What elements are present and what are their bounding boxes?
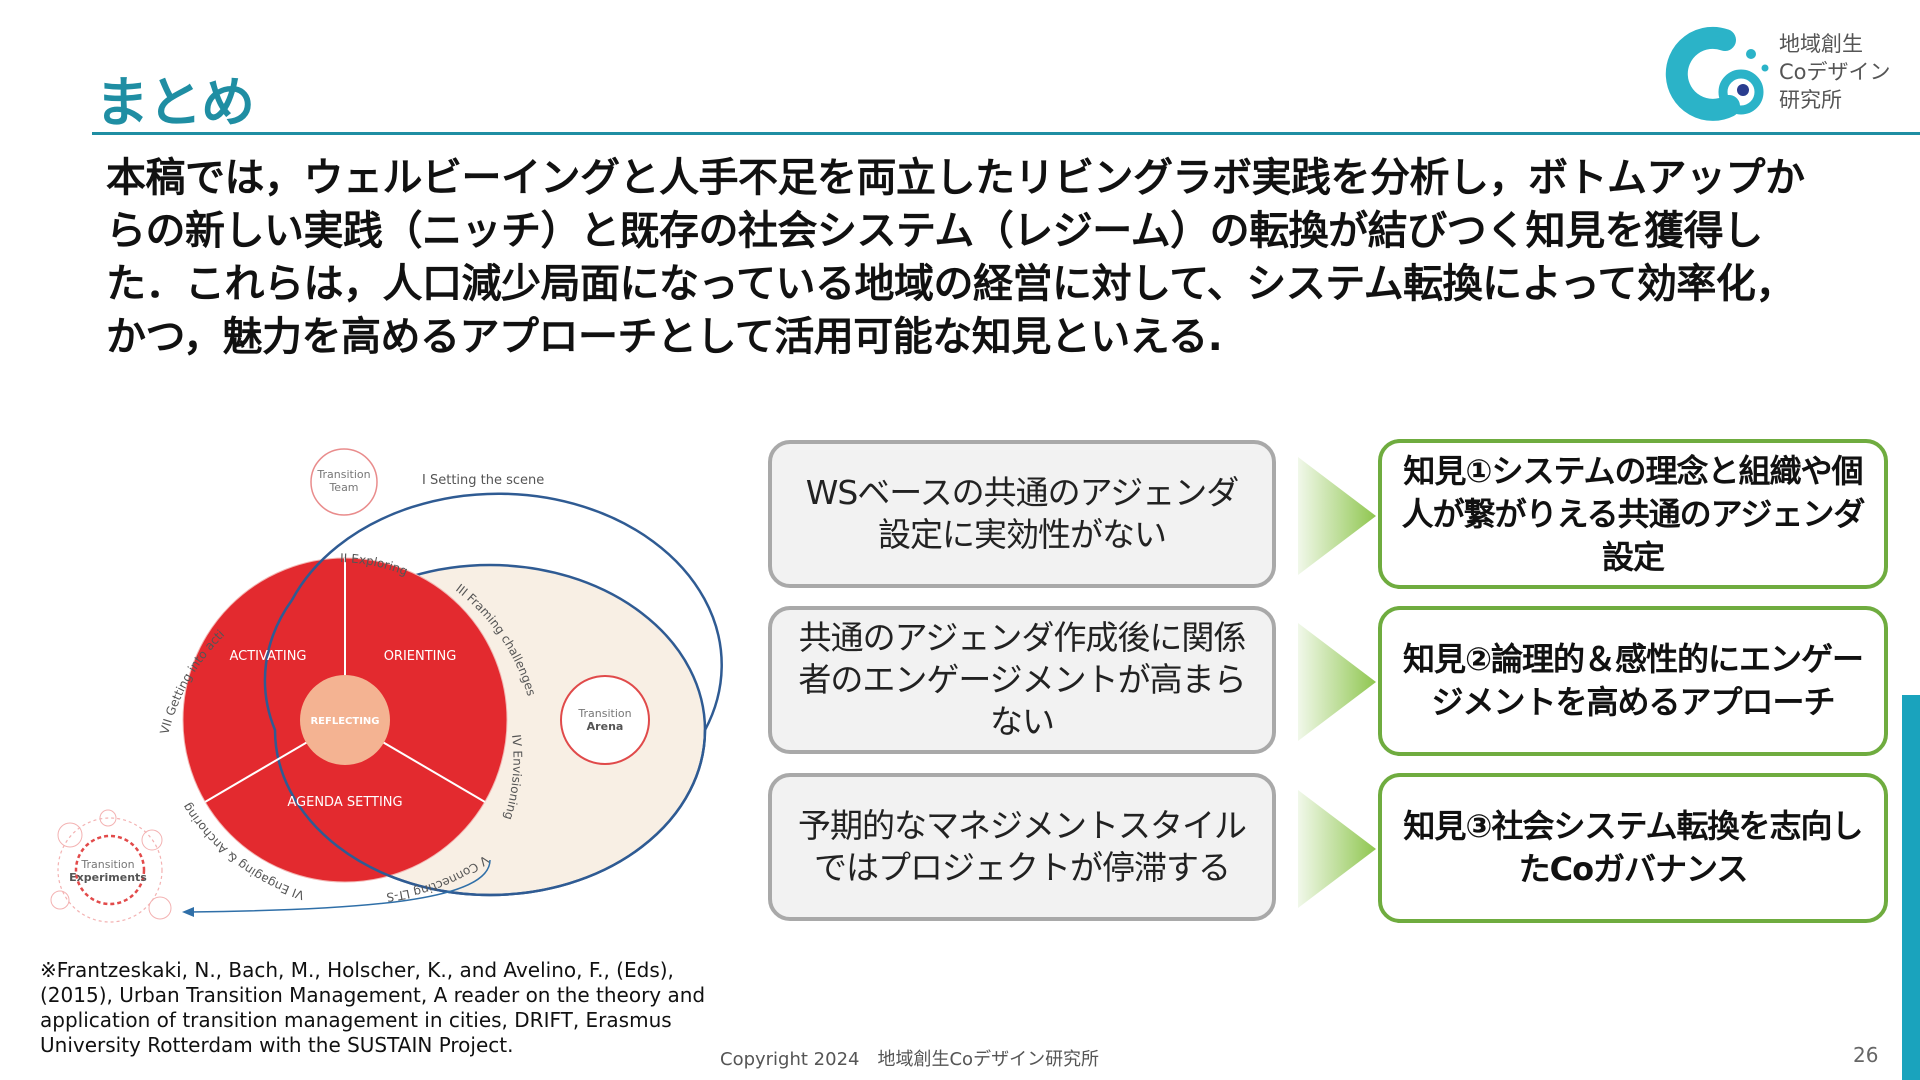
orienting-label: ORIENTING xyxy=(384,649,457,664)
experiments-bubble xyxy=(99,809,117,827)
transition-arena-label-2: Arena xyxy=(587,720,624,733)
copyright-text: Copyright 2024 地域創生Coデザイン研究所 xyxy=(720,1049,1100,1070)
experiments-bubble xyxy=(57,822,83,848)
logo-line-1: 地域創生 xyxy=(1779,32,1863,56)
reflecting-label: REFLECTING xyxy=(310,716,379,727)
experiments-label-2: Experiments xyxy=(69,871,147,884)
logo-line-3: 研究所 xyxy=(1779,88,1842,112)
finding-box-1: 知見①システムの理念と組織や個人が繋がりえる共通のアジェンダ設定 xyxy=(1378,439,1888,589)
chevron-right-icon xyxy=(1298,457,1376,575)
side-accent-bar xyxy=(1902,695,1920,1080)
agenda-setting-label: AGENDA SETTING xyxy=(287,795,402,810)
reflecting-circle xyxy=(300,675,390,765)
logo-line-2: Coデザイン xyxy=(1779,60,1891,84)
summary-text: 本稿では，ウェルビーイングと人手不足を両立したリビングラボ実践を分析し，ボトムア… xyxy=(106,155,1805,360)
logo: 地域創生 Coデザイン 研究所 xyxy=(1655,26,1895,122)
experiments-outer-ring xyxy=(57,817,163,923)
experiments-bubble xyxy=(50,890,70,910)
transition-arena-label-1: Transition xyxy=(577,707,631,720)
setting-scene-label: I Setting the scene xyxy=(422,473,544,488)
page-number: 26 xyxy=(1853,1043,1879,1067)
arena-outline-on-cycle xyxy=(263,492,723,897)
finding-box-3: 知見③社会システム転換を志向したCoガバナンス xyxy=(1378,773,1888,923)
chevron-right-icon xyxy=(1298,790,1376,908)
transition-team-label-1: Transition xyxy=(316,468,370,481)
chevron-right-icon xyxy=(1298,623,1376,741)
activating-label: ACTIVATING xyxy=(229,649,306,664)
finding-box-2: 知見②論理的＆感性的にエンゲージメントを高めるアプローチ xyxy=(1378,606,1888,756)
experiments-bubble xyxy=(148,896,172,920)
logo-text: 地域創生 Coデザイン 研究所 xyxy=(1779,30,1899,114)
problem-box-3: 予期的なマネジメントスタイルではプロジェクトが停滞する xyxy=(768,773,1276,921)
logo-mark-icon xyxy=(1665,26,1769,121)
problem-box-2: 共通のアジェンダ作成後に関係者のエンゲージメントが高まらない xyxy=(768,606,1276,754)
problem-box-1: WSベースの共通のアジェンダ設定に実効性がない xyxy=(768,440,1276,588)
transition-team-circle xyxy=(310,448,378,516)
experiments-arrow-head xyxy=(182,907,194,917)
experiments-arrow xyxy=(189,859,491,913)
experiments-inner-ring xyxy=(74,834,146,906)
transition-arena-circle xyxy=(560,675,650,765)
transition-team-label-2: Team xyxy=(328,481,358,494)
title-underline xyxy=(92,132,1920,135)
citation: ※Frantzeskaki, N., Bach, M., Holscher, K… xyxy=(40,958,706,1057)
transition-management-diagram: Transition Team I Setting the scene REFL… xyxy=(20,430,723,923)
page-title: まとめ xyxy=(95,71,255,134)
experiments-label-1: Transition xyxy=(80,858,134,871)
experiments-bubble xyxy=(141,829,163,851)
